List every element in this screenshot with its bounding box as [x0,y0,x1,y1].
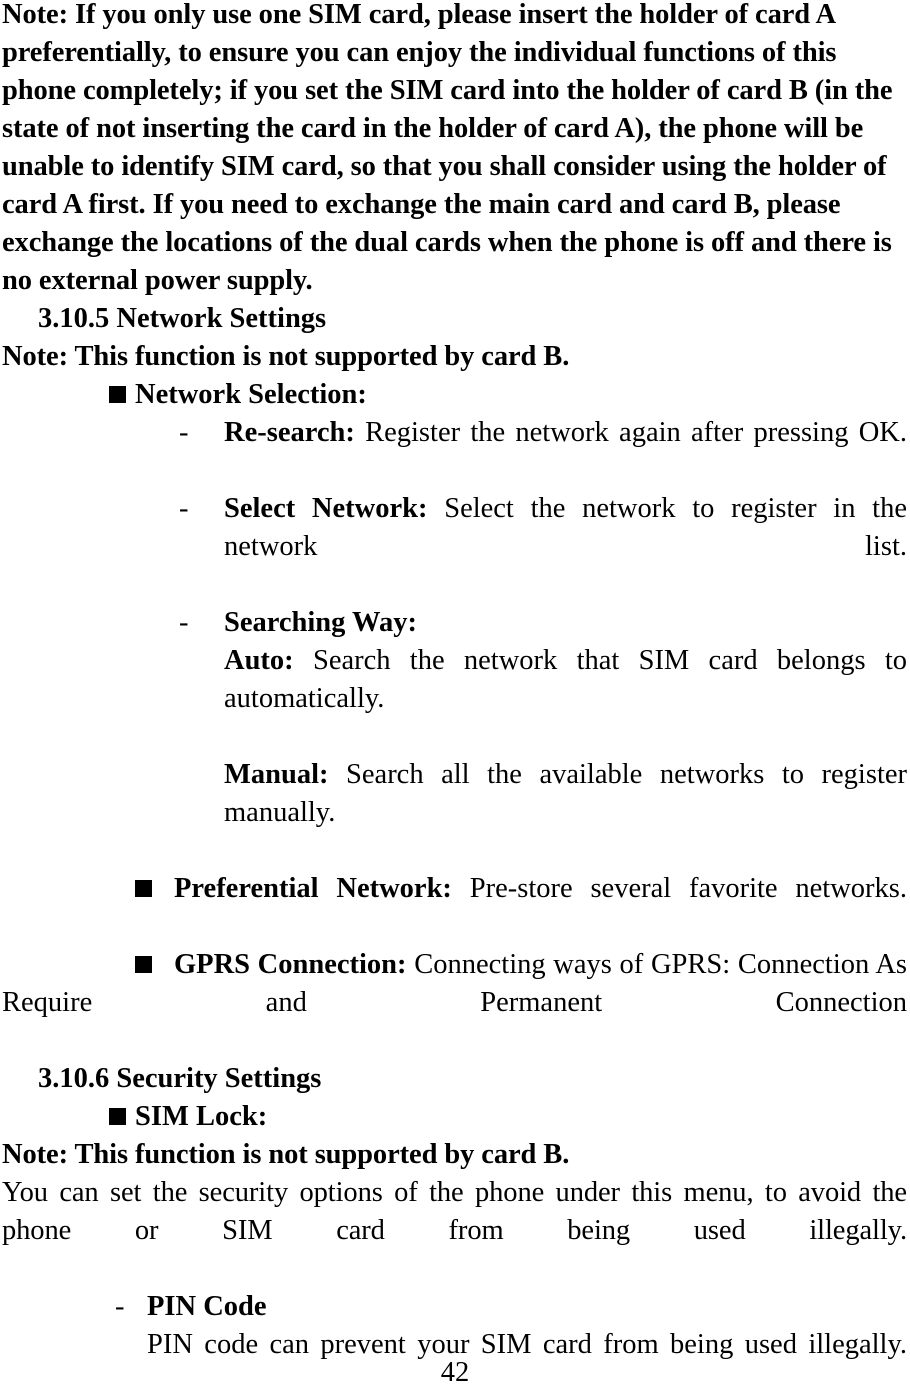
gprs-connection-text: Connecting ways of GPRS: Connection As R… [2,949,908,1018]
re-search-text: Register the network again after pressin… [365,417,908,448]
bullet-preferential-network: Preferential Network: Pre-store several … [2,870,907,946]
manual-text: Search all the available networks to reg… [224,759,907,828]
heading-security-settings: 3.10.6 Security Settings [38,1063,322,1094]
square-bullet-icon [109,1108,126,1125]
note-card-b-network: Note: This function is not supported by … [2,341,570,372]
re-search-label: Re-search: [224,417,355,448]
network-selection-label: Network Selection: [135,379,367,410]
preferential-network-text: Pre-store several favorite networks. [469,873,908,904]
dash-item-searching-way: - Searching Way: [2,604,907,642]
page-number: 42 [440,1357,470,1388]
security-intro-paragraph: You can set the security options of the … [2,1177,907,1246]
manual-label: Manual: [224,759,329,790]
square-bullet-icon [135,880,152,897]
note-sim-card-paragraph: Note: If you only use one SIM card, plea… [2,0,893,296]
searching-way-manual: Manual: Search all the available network… [2,756,907,870]
sim-lock-label: SIM Lock: [135,1101,268,1132]
dash-marker: - [179,493,189,524]
bullet-gprs-connection: GPRS Connection: Connecting ways of GPRS… [2,946,907,1060]
heading-network-settings: 3.10.5 Network Settings [38,303,327,334]
dash-item-re-search: - Re-search: Register the network again a… [2,414,907,490]
dash-marker: - [179,607,189,638]
pin-code-description: PIN code can prevent your SIM card from … [147,1329,907,1360]
pin-code-label: PIN Code [147,1291,267,1322]
auto-text: Search the network that SIM card belongs… [224,645,907,714]
dash-item-select-network: - Select Network: Select the network to r… [2,490,907,604]
dash-item-pin-code: -PIN Code [2,1288,907,1326]
preferential-network-label: Preferential Network: [174,873,452,904]
bullet-network-selection: Network Selection: [2,376,907,414]
select-network-label: Select Network: [224,493,428,524]
square-bullet-icon [135,956,152,973]
gprs-connection-label: GPRS Connection: [174,949,407,980]
dash-marker: - [115,1291,125,1322]
dash-marker: - [179,417,189,448]
select-network-text: Select the network to register in the ne… [224,493,907,562]
searching-way-auto: Auto: Search the network that SIM card b… [2,642,907,756]
square-bullet-icon [109,386,126,403]
searching-way-label: Searching Way: [224,607,417,638]
note-card-b-security: Note: This function is not supported by … [2,1139,570,1170]
bullet-sim-lock: SIM Lock: [2,1098,907,1136]
auto-label: Auto: [224,645,294,676]
